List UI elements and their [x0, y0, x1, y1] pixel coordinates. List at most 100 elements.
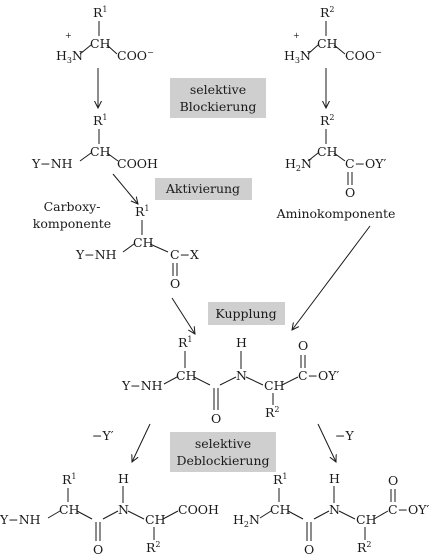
cooh-group: COOH [117, 156, 158, 171]
protected-dipeptide: R1 CH Y−NH O N H CH R2 C−OY′ O [121, 335, 340, 426]
arrow-coupling-left [171, 297, 195, 334]
cooh-group: COOH [178, 502, 219, 517]
carboxy-component-label: Carboxy- komponente [33, 199, 111, 231]
h2n-group: H2N [285, 156, 312, 173]
step-selective-deblocking: selektive Deblockierung [170, 432, 276, 472]
bond [162, 510, 179, 520]
amino-acid-1-zwitterion: R1 + CH H3N COO− [56, 5, 154, 65]
carbonyl-oxygen: O [298, 338, 308, 353]
bond [313, 510, 330, 520]
y-nh-group: Y−NH [121, 378, 163, 393]
bond [219, 376, 237, 386]
r1-label: R1 [93, 113, 108, 128]
activated-amino-acid-1: R1 CH Y−NH C−X O [75, 204, 199, 291]
amide-h: H [329, 471, 340, 486]
arrow-remove-y [317, 423, 336, 462]
carboxy-label-line2: komponente [33, 216, 111, 231]
ester-group: C−OY′ [298, 368, 340, 383]
bond [79, 44, 92, 55]
bond [127, 510, 145, 520]
r2-label: R2 [320, 113, 335, 128]
acyl-x-group: C−X [170, 247, 199, 262]
r1-label: R1 [273, 472, 288, 487]
step-activation: Aktivierung [155, 178, 252, 200]
step-label-line2: Deblockierung [177, 453, 270, 468]
arrow-remove-y-prime [132, 423, 151, 462]
amide-n: N [118, 502, 129, 517]
ch-group: CH [264, 378, 285, 393]
step-label-line1: selektive [195, 436, 251, 451]
bond [373, 510, 389, 520]
plus-charge: + [293, 31, 300, 40]
amino-acid-2-zwitterion: R2 + CH H3N COO− [284, 5, 382, 65]
bond [338, 510, 356, 520]
h3n-group: H3N [56, 48, 83, 65]
carbonyl-oxygen: O [211, 411, 221, 426]
bond [193, 376, 211, 386]
bond [287, 510, 304, 520]
h3n-group: H3N [284, 48, 311, 65]
bond [79, 152, 92, 162]
carbonyl-oxygen: O [93, 542, 103, 557]
bond [333, 44, 346, 55]
ester-group: C−OY′ [388, 502, 430, 517]
bond [307, 44, 319, 55]
step-label-line2: Blockierung [180, 99, 257, 114]
ch-group: CH [90, 36, 111, 51]
ch-group: CH [90, 144, 111, 159]
amide-n: N [236, 368, 247, 383]
n-protected-dipeptide: R1 CH Y−NH O N H CH R2 COOH [0, 471, 219, 557]
y-nh-group: Y−NH [31, 156, 73, 171]
carbonyl-oxygen: O [388, 473, 398, 488]
step-box [170, 432, 276, 472]
step-box [170, 78, 266, 118]
bond [163, 376, 178, 385]
r1-label: R1 [62, 472, 77, 487]
step-box [208, 302, 285, 325]
amide-n: N [329, 502, 340, 517]
bond [122, 243, 135, 253]
bond [281, 376, 299, 386]
step-coupling: Kupplung [208, 302, 285, 325]
r1-label: R1 [93, 5, 108, 20]
r2-label: R2 [320, 5, 335, 20]
bond [47, 510, 61, 519]
bond [307, 152, 319, 162]
carboxylate-group: COO− [345, 48, 382, 63]
carbonyl-oxygen: O [345, 185, 355, 200]
bond [149, 243, 169, 253]
carbonyl-oxygen: O [170, 276, 180, 291]
r2-label: R2 [265, 405, 280, 420]
carboxy-label-line1: Carboxy- [44, 199, 101, 214]
amino-component-label: Aminokomponente [276, 206, 396, 221]
remove-y-label: −Y [335, 428, 354, 443]
step-box [155, 178, 252, 200]
h2n-group: H2N [233, 512, 260, 529]
ch-group: CH [317, 144, 338, 159]
r2-label: R2 [357, 540, 372, 555]
ch-group: CH [145, 512, 166, 527]
ch-group: CH [133, 235, 154, 250]
step-selective-blocking: selektive Blockierung [170, 78, 266, 118]
step-label-line1: selektive [190, 82, 246, 97]
arrow-coupling-right [292, 225, 371, 330]
y-nh-group: Y−NH [75, 247, 117, 262]
arrow-activation [112, 173, 138, 204]
bond [102, 510, 119, 520]
bond [245, 376, 264, 386]
bond [259, 510, 272, 519]
ch-group: CH [270, 502, 291, 517]
y-nh-group: Y−NH [0, 512, 41, 527]
c-protected-dipeptide: R1 CH H2N O N H CH R2 C−OY′ O [233, 471, 430, 557]
amide-h: H [118, 471, 129, 486]
r1-label: R1 [178, 335, 193, 350]
carbonyl-oxygen: O [304, 542, 314, 557]
bond [333, 152, 346, 162]
ch-group: CH [59, 502, 80, 517]
carboxylate-group: COO− [117, 48, 154, 63]
ch-group: CH [176, 368, 197, 383]
remove-y-prime-label: −Y′ [92, 428, 114, 443]
bond [106, 44, 118, 55]
